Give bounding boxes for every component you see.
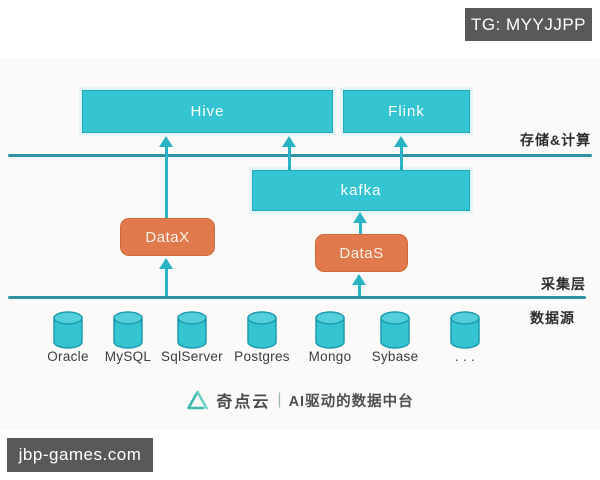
node-hive-label: Hive	[190, 103, 225, 120]
brand-separator: |	[277, 391, 282, 408]
arrow-sources-to-datas-icon	[352, 274, 366, 296]
arrow-datax-to-hive-icon	[159, 136, 173, 218]
node-flink-label: Flink	[388, 103, 425, 120]
source-mysql-label: MySQL	[104, 349, 152, 364]
database-icon	[111, 311, 145, 349]
footer-brand-bar: 奇点云 | AI驱动的数据中台	[0, 388, 600, 412]
source-mongo	[290, 311, 370, 354]
node-kafka-label: kafka	[340, 182, 382, 199]
database-icon	[51, 311, 85, 349]
source-more	[425, 311, 505, 354]
database-icon	[245, 311, 279, 349]
source-sqlserver-label: SqlServer	[161, 349, 223, 364]
node-flink: Flink	[343, 90, 470, 133]
node-kafka: kafka	[252, 170, 470, 211]
collection-layer-divider	[8, 296, 586, 299]
source-sybase	[355, 311, 435, 354]
node-datax-label: DataX	[145, 228, 190, 246]
arrow-sources-to-datax-icon	[159, 258, 173, 296]
arrow-datas-to-kafka-icon	[353, 212, 367, 234]
database-icon	[313, 311, 347, 349]
source-mongo-label: Mongo	[308, 349, 352, 364]
tg-contact-badge: TG: MYYJJPP	[465, 8, 592, 41]
collection-layer-label: 采集层	[541, 276, 586, 292]
source-mysql	[88, 311, 168, 354]
data-source-layer-label: 数据源	[530, 310, 575, 326]
watermark-text: jbp-games.com	[18, 445, 142, 464]
node-datax: DataX	[120, 218, 215, 256]
database-icon	[378, 311, 412, 349]
source-sybase-label: Sybase	[371, 349, 419, 364]
source-oracle-label: Oracle	[47, 349, 89, 364]
source-postgres-label: Postgres	[234, 349, 290, 364]
node-datas-label: DataS	[339, 244, 384, 262]
qidian-logo-icon	[186, 390, 209, 410]
database-icon	[448, 311, 482, 349]
brand-tagline: AI驱动的数据中台	[288, 393, 414, 410]
arrow-kafka-to-flink-icon	[394, 136, 408, 170]
source-more-label: . . .	[454, 349, 476, 364]
node-datas: DataS	[315, 234, 408, 272]
database-icon	[175, 311, 209, 349]
tg-contact-text: TG: MYYJJPP	[470, 14, 587, 34]
brand-name: 奇点云	[216, 394, 271, 411]
storage-compute-layer-label: 存储&计算	[520, 132, 592, 148]
node-hive: Hive	[82, 90, 333, 133]
watermark-badge: jbp-games.com	[7, 438, 153, 472]
source-postgres	[222, 311, 302, 354]
storage-layer-divider	[8, 154, 592, 157]
arrow-kafka-to-hive-icon	[282, 136, 296, 170]
source-sqlserver	[152, 311, 232, 354]
source-oracle	[28, 311, 108, 354]
